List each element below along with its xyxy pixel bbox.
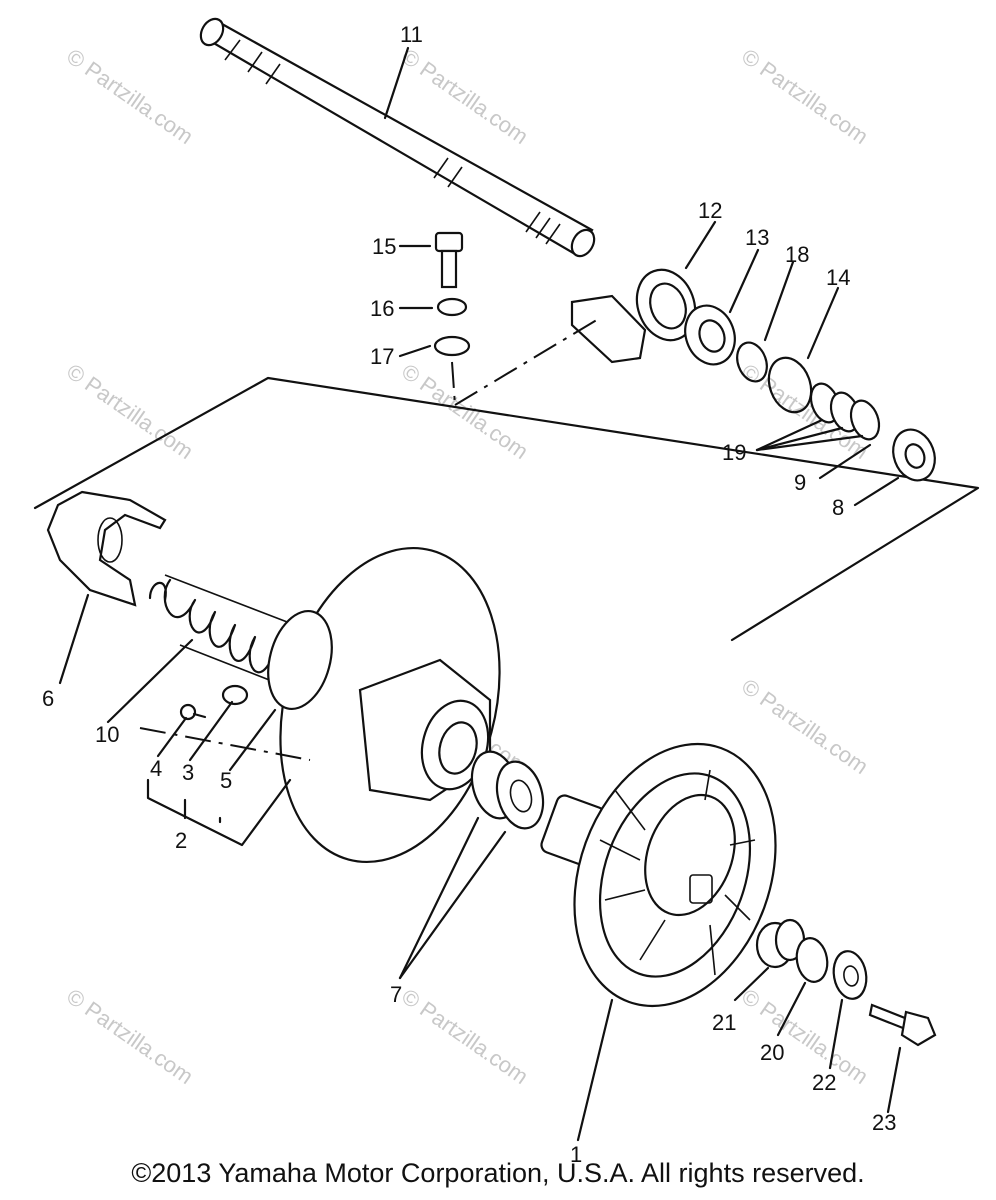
washer-part-8 — [892, 428, 936, 482]
housing-dash-line — [454, 317, 601, 406]
housing-part-12 — [570, 268, 697, 364]
callout-5: 5 — [220, 768, 232, 793]
watermark-4: © Partzilla.com — [62, 359, 198, 465]
callout-8: 8 — [832, 495, 844, 520]
sheave-part-1 — [540, 742, 777, 1008]
callout-11: 11 — [400, 22, 423, 47]
callout-9: 9 — [794, 470, 806, 495]
washer-part-20 — [795, 937, 829, 983]
spacers-part-19 — [809, 382, 881, 441]
callout-18: 18 — [785, 242, 809, 267]
watermark-9: © Partzilla.com — [62, 984, 198, 1090]
callout-4: 4 — [150, 756, 162, 781]
callout-21: 21 — [712, 1010, 736, 1035]
callout-15: 15 — [372, 234, 396, 259]
washer-part-16 — [436, 297, 468, 317]
washer-part-17 — [433, 335, 471, 357]
callout-10: 10 — [95, 722, 119, 747]
callout-13: 13 — [745, 225, 769, 250]
washer-part-22 — [832, 950, 868, 1000]
callout-labels: 11 12 13 18 14 15 16 17 19 9 8 6 10 4 3 … — [42, 22, 896, 1167]
callout-12: 12 — [698, 198, 722, 223]
bolt-part-15 — [434, 231, 464, 289]
callout-6: 6 — [42, 686, 54, 711]
watermark-5: © Partzilla.com — [397, 359, 533, 465]
copyright-notice: ©2013 Yamaha Motor Corporation, U.S.A. A… — [131, 1158, 865, 1188]
slider-part-3 — [221, 684, 249, 706]
screw-part-4 — [179, 703, 207, 721]
callout-14: 14 — [826, 265, 850, 290]
watermark-3: © Partzilla.com — [737, 44, 873, 150]
callout-17: 17 — [370, 344, 394, 369]
sheave-part-5 — [267, 546, 501, 864]
watermark-1: © Partzilla.com — [62, 44, 198, 150]
watermark-8: © Partzilla.com — [737, 674, 873, 780]
bearing-part-13 — [684, 304, 736, 366]
callout-20: 20 — [760, 1040, 784, 1065]
circlip-part-18 — [736, 341, 768, 383]
callout-1: 1 — [570, 1142, 582, 1167]
ring-part-14 — [767, 356, 813, 414]
watermark-10: © Partzilla.com — [397, 984, 533, 1090]
shaft-part-11 — [199, 17, 596, 258]
bolt-dash-line — [451, 361, 456, 406]
leader-lines — [58, 46, 902, 1142]
callout-7: 7 — [390, 982, 402, 1007]
slider-dash-line — [139, 727, 311, 761]
bushings-part-7 — [470, 750, 545, 830]
callout-3: 3 — [182, 760, 194, 785]
cam-part-6 — [46, 490, 167, 607]
callout-2: 2 — [175, 828, 187, 853]
callout-16: 16 — [370, 296, 394, 321]
callout-22: 22 — [812, 1070, 836, 1095]
bolt-part-23 — [868, 1003, 937, 1047]
callout-23: 23 — [872, 1110, 896, 1135]
callout-19: 19 — [722, 440, 746, 465]
assembly-outline — [33, 376, 980, 642]
